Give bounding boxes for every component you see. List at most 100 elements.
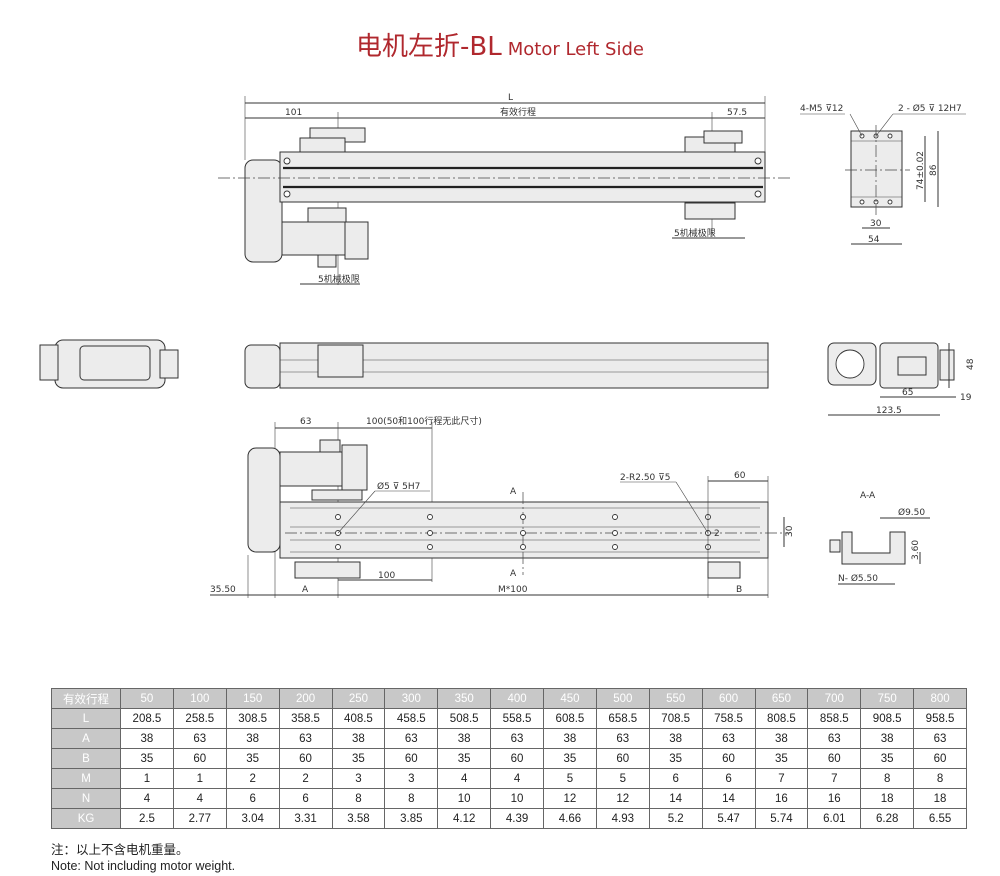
- mounting-hole: [612, 514, 618, 520]
- table-cell: 12: [543, 788, 597, 809]
- table-cell: 6: [701, 768, 756, 789]
- header-stroke-value: 50: [120, 688, 174, 709]
- table-cell: 38: [331, 728, 386, 749]
- header-stroke-value: 800: [913, 688, 967, 709]
- table-cell: 6.55: [913, 808, 967, 829]
- table-cell: 63: [278, 728, 333, 749]
- header-stroke-label: 有效行程: [51, 688, 121, 709]
- table-cell: 35: [225, 748, 280, 769]
- dim-48: 48: [966, 358, 976, 370]
- table-cell: 35: [120, 748, 174, 769]
- table-cell: 10: [437, 788, 492, 809]
- table-cell: 4.39: [490, 808, 544, 829]
- header-stroke-value: 600: [701, 688, 756, 709]
- table-cell: 4: [120, 788, 174, 809]
- table-cell: 63: [595, 728, 650, 749]
- top-view: L 101 有效行程 57.5 5机械极限 5机械极限: [218, 93, 790, 285]
- table-cell: 858.5: [807, 708, 862, 729]
- limit-left: 5机械极限: [318, 273, 360, 285]
- section-title: A-A: [860, 491, 876, 501]
- table-cell: 3: [331, 768, 386, 789]
- dim-60: 60: [734, 471, 746, 481]
- table-cell: 8: [331, 788, 386, 809]
- table-cell: 2.5: [120, 808, 174, 829]
- dim-3-60: 3.60: [911, 540, 921, 560]
- dim-B: B: [736, 585, 742, 595]
- table-cell: 758.5: [701, 708, 756, 729]
- table-cell: 4.93: [595, 808, 650, 829]
- dim-100-note: 100(50和100行程无此尺寸): [366, 415, 482, 427]
- dim-101: 101: [285, 108, 302, 118]
- table-cell: 38: [648, 728, 703, 749]
- section-mark-a-bottom: A: [510, 569, 517, 579]
- table-cell: 3.04: [225, 808, 280, 829]
- table-cell: 6: [225, 788, 280, 809]
- table-cell: 35: [648, 748, 703, 769]
- table-cell: 38: [754, 728, 809, 749]
- note-cn: 注：以上不含电机重量。: [51, 843, 189, 857]
- dim-63: 63: [300, 417, 311, 427]
- table-cell: 35: [860, 748, 915, 769]
- header-stroke-value: 750: [860, 688, 915, 709]
- dim-pin-5h7: Ø5 ⊽ 5H7: [377, 481, 420, 492]
- row-label: M: [51, 768, 121, 789]
- table-cell: 18: [913, 788, 967, 809]
- table-cell: 10: [490, 788, 544, 809]
- table-cell: 63: [913, 728, 967, 749]
- table-cell: 2: [278, 768, 333, 789]
- title-cn: 电机左折-BL: [356, 32, 502, 62]
- table-cell: 1: [120, 768, 174, 789]
- header-stroke-value: 400: [490, 688, 544, 709]
- dim-pin: 2 - Ø5 ⊽ 12H7: [898, 103, 962, 114]
- dim-4-m5: 4-M5 ⊽12: [800, 104, 843, 114]
- table-cell: 60: [490, 748, 544, 769]
- table-cell: 658.5: [595, 708, 650, 729]
- table-cell: 4.66: [543, 808, 597, 829]
- header-stroke-value: 550: [648, 688, 703, 709]
- table-cell: 4: [172, 788, 227, 809]
- dim-123-5: 123.5: [876, 406, 902, 416]
- table-cell: 6: [648, 768, 703, 789]
- dim-86: 86: [929, 164, 939, 176]
- dim-2: 2: [714, 529, 720, 539]
- table-cell: 35: [543, 748, 597, 769]
- row-label: KG: [51, 808, 121, 829]
- title-en: Motor Left Side: [507, 39, 644, 60]
- header-stroke-value: 700: [807, 688, 862, 709]
- dim-L: L: [508, 93, 513, 103]
- table-cell: 35: [754, 748, 809, 769]
- table-cell: 258.5: [172, 708, 227, 729]
- section-mark-a-top: A: [510, 487, 517, 497]
- mounting-hole: [335, 544, 341, 550]
- table-cell: 208.5: [120, 708, 174, 729]
- table-cell: 60: [701, 748, 756, 769]
- table-cell: 2: [225, 768, 280, 789]
- dim-r250: 2-R2.50 ⊽5: [620, 473, 670, 483]
- header-stroke-value: 250: [331, 688, 386, 709]
- table-cell: 5: [595, 768, 650, 789]
- mounting-hole: [612, 530, 618, 536]
- table-cell: 408.5: [331, 708, 386, 729]
- row-label: B: [51, 748, 121, 769]
- row-label: L: [51, 708, 121, 729]
- table-cell: 60: [384, 748, 439, 769]
- dim-100: 100: [378, 571, 395, 581]
- table-cell: 6.01: [807, 808, 862, 829]
- table-cell: 63: [384, 728, 439, 749]
- table-cell: 38: [860, 728, 915, 749]
- table-cell: 4: [437, 768, 492, 789]
- table-cell: 708.5: [648, 708, 703, 729]
- technical-drawing: L 101 有效行程 57.5 5机械极限 5机械极限: [39, 93, 976, 598]
- dim-54: 54: [868, 235, 880, 245]
- table-cell: 7: [807, 768, 862, 789]
- table-cell: 3: [384, 768, 439, 789]
- table-cell: 14: [648, 788, 703, 809]
- row-label: N: [51, 788, 121, 809]
- table-cell: 60: [278, 748, 333, 769]
- header-stroke-value: 300: [384, 688, 439, 709]
